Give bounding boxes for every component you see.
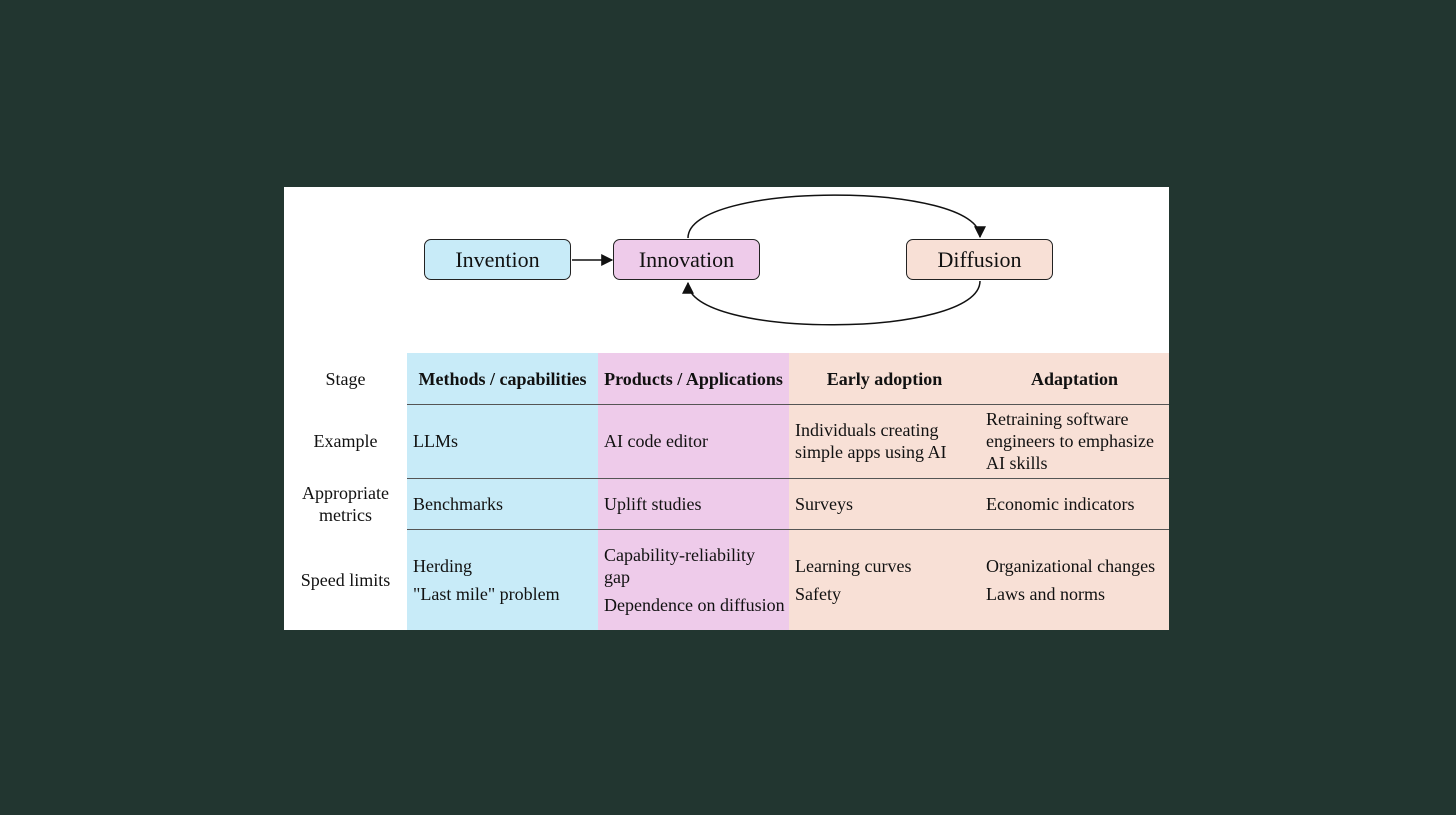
cell-item: Benchmarks	[413, 493, 503, 514]
cell-item: Retraining software engineers to emphasi…	[986, 409, 1154, 473]
cell-item: Organizational changes	[986, 555, 1156, 576]
metrics-cell: Uplift studies	[598, 478, 789, 529]
header-cell: Methods / capabilities	[418, 368, 587, 389]
flow-diagram: Invention Innovation Diffusion	[284, 187, 1169, 353]
speed-limits-cell: Herding "Last mile" problem	[407, 529, 598, 630]
header-cell: Adaptation	[1030, 368, 1119, 389]
cell-item: Economic indicators	[986, 493, 1135, 514]
header-cell: Early adoption	[826, 368, 943, 389]
example-cell: AI code editor	[598, 404, 789, 478]
cell-item: Capability-reliability gap	[604, 544, 755, 587]
row-label-stage: Stage	[325, 368, 366, 389]
row-label-metrics: Appropriate metrics	[302, 482, 389, 525]
metrics-cell: Economic indicators	[980, 478, 1169, 529]
stage-table: Stage Example Appropriate metrics Speed …	[284, 353, 1169, 630]
column-early-adoption: Early adoption Individuals creating simp…	[789, 353, 980, 630]
column-adaptation: Adaptation Retraining software engineers…	[980, 353, 1169, 630]
cell-item: Individuals creating simple apps using A…	[795, 420, 947, 462]
example-cell: Individuals creating simple apps using A…	[789, 404, 980, 478]
cell-item: Herding	[413, 555, 472, 576]
column-products: Products / Applications AI code editor U…	[598, 353, 789, 630]
node-innovation: Innovation	[613, 239, 760, 280]
header-cell: Products / Applications	[604, 368, 783, 389]
metrics-cell: Surveys	[789, 478, 980, 529]
row-divider	[407, 529, 1169, 530]
row-label-speed-limits: Speed limits	[300, 569, 391, 590]
cell-item: AI code editor	[604, 431, 708, 451]
cell-item: Surveys	[795, 493, 853, 514]
node-invention: Invention	[424, 239, 571, 280]
row-divider	[407, 404, 1169, 405]
arrow-innovation-to-diffusion	[687, 194, 986, 239]
row-divider	[407, 478, 1169, 479]
figure-card: Invention Innovation Diffusion Stage Exa…	[284, 187, 1169, 630]
metrics-cell: Benchmarks	[407, 478, 598, 529]
cell-item: Uplift studies	[604, 493, 702, 514]
cell-item: Laws and norms	[986, 583, 1105, 604]
example-cell: Retraining software engineers to emphasi…	[980, 404, 1169, 478]
arrow-diffusion-to-innovation	[682, 280, 981, 326]
cell-item: Learning curves	[795, 555, 912, 576]
cell-item: LLMs	[413, 431, 458, 451]
flow-arrows	[572, 194, 986, 326]
column-methods: Methods / capabilities LLMs Benchmarks H…	[407, 353, 598, 630]
cell-item: "Last mile" problem	[413, 583, 560, 604]
row-label-example: Example	[313, 431, 378, 451]
example-cell: LLMs	[407, 404, 598, 478]
cell-item: Dependence on diffusion	[604, 594, 785, 615]
cell-item: Safety	[795, 583, 841, 604]
node-diffusion: Diffusion	[906, 239, 1053, 280]
